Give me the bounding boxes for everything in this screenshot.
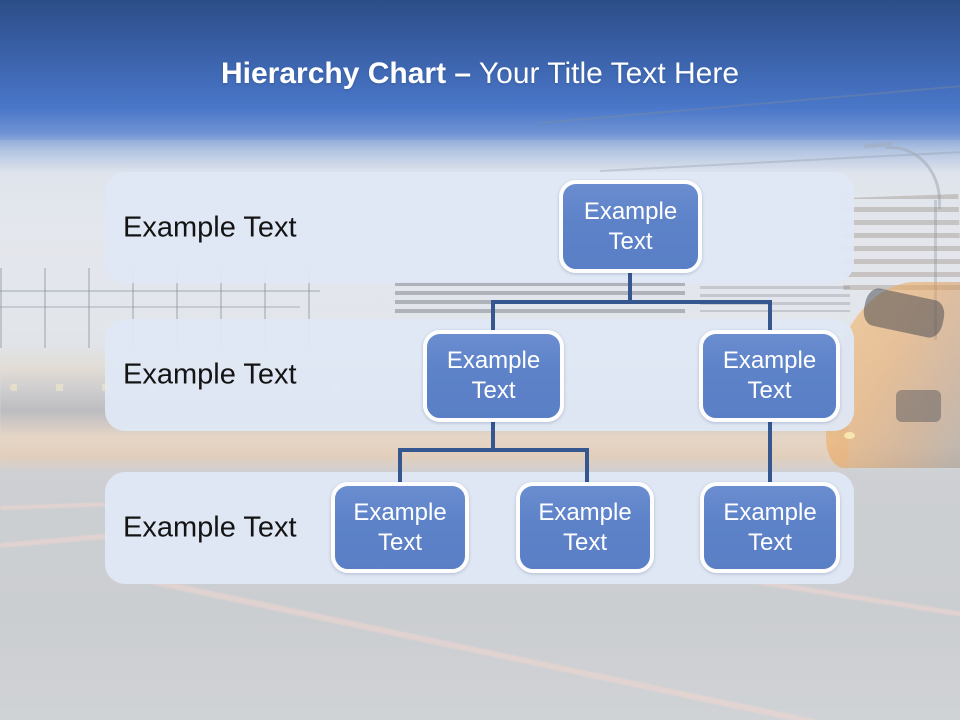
row-label-level-1: Example Text xyxy=(123,211,297,243)
node-root: Example Text xyxy=(559,180,702,273)
node-text-line2: Text xyxy=(747,528,792,556)
node-text-line1: Example xyxy=(538,498,632,526)
node-text-line1: Example xyxy=(583,197,678,225)
node-level2-left: Example Text xyxy=(423,330,564,422)
row-label-level-3: Example Text xyxy=(123,511,297,544)
bg-gantry-slats-middle xyxy=(395,282,685,314)
connector-drop-level2-left xyxy=(491,300,495,333)
node-text-line1: Example xyxy=(446,347,541,374)
bg-train-side-window xyxy=(896,390,941,422)
node-text-line2: Text xyxy=(608,227,653,255)
node-text-line2: Text xyxy=(471,377,516,404)
node-level3-left: Example Text xyxy=(331,482,469,573)
node-text-line2: Text xyxy=(377,528,422,556)
node-level3-middle: Example Text xyxy=(516,482,654,573)
bg-streetlamp-pole xyxy=(934,200,937,340)
connector-level2-left-stem xyxy=(491,420,495,452)
node-level2-right: Example Text xyxy=(699,330,840,422)
connector-drop-level3-middle xyxy=(585,448,589,485)
node-level3-right: Example Text xyxy=(700,482,840,573)
node-text-line1: Example xyxy=(353,498,447,526)
node-text-line2: Text xyxy=(562,528,607,556)
connector-drop-level3-left xyxy=(398,448,402,485)
node-text-line1: Example xyxy=(723,498,817,526)
connector-drop-level2-right xyxy=(768,300,772,333)
slide-title: Hierarchy Chart – Your Title Text Here xyxy=(0,55,960,93)
title-bold-segment: Hierarchy Chart – xyxy=(220,57,472,90)
bg-train-headlight xyxy=(844,432,855,439)
node-text-line2: Text xyxy=(747,377,792,404)
title-regular-segment: Your Title Text Here xyxy=(478,57,740,90)
connector-level2-right-to-level3-right xyxy=(768,420,772,485)
row-band-level-1: Example Text xyxy=(105,172,854,283)
connector-level2-crossbar xyxy=(491,300,772,304)
connector-level3-crossbar xyxy=(398,448,589,452)
bg-catenary-beam xyxy=(0,290,320,292)
bg-gantry-slats-middle-2 xyxy=(700,286,850,312)
bg-catenary-beam xyxy=(0,306,300,308)
row-label-level-2: Example Text xyxy=(123,358,297,391)
connector-root-stem xyxy=(628,271,632,303)
node-text-line1: Example xyxy=(722,347,817,374)
